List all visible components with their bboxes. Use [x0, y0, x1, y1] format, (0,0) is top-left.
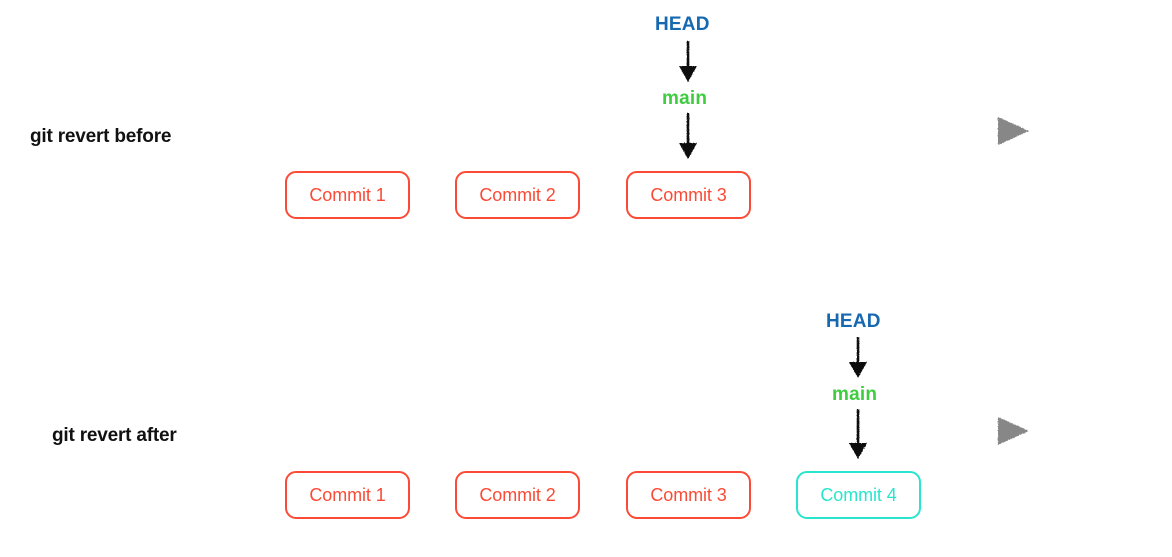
main-to-commit-arrow-bottom: [849, 409, 867, 459]
commit-box-bottom-4[interactable]: Commit 4: [796, 471, 921, 519]
timeline-bottom-arrowhead: [998, 417, 1029, 445]
commit-box-bottom-2[interactable]: Commit 2: [455, 471, 580, 519]
head-label-bottom: HEAD: [826, 311, 881, 332]
commit-label: Commit 3: [650, 484, 727, 505]
commit-label: Commit 4: [820, 484, 897, 505]
commit-label: Commit 1: [309, 484, 386, 505]
commit-label: Commit 2: [479, 484, 556, 505]
main-to-commit-arrow-top: [679, 113, 697, 159]
timeline-top-arrowhead: [998, 117, 1029, 145]
commit-box-top-3[interactable]: Commit 3: [626, 171, 751, 219]
head-to-main-arrow-bottom: [849, 337, 867, 378]
head-label-top: HEAD: [655, 14, 710, 35]
head-to-main-arrow-top: [679, 41, 697, 82]
commit-label: Commit 1: [309, 184, 386, 205]
commit-box-bottom-1[interactable]: Commit 1: [285, 471, 410, 519]
row-label-after: git revert after: [52, 425, 177, 446]
main-label-top: main: [662, 88, 708, 109]
commit-box-top-2[interactable]: Commit 2: [455, 171, 580, 219]
commit-label: Commit 3: [650, 184, 727, 205]
row-label-before: git revert before: [30, 126, 172, 147]
commit-box-top-1[interactable]: Commit 1: [285, 171, 410, 219]
commit-box-bottom-3[interactable]: Commit 3: [626, 471, 751, 519]
commit-label: Commit 2: [479, 184, 556, 205]
main-label-bottom: main: [832, 384, 878, 405]
